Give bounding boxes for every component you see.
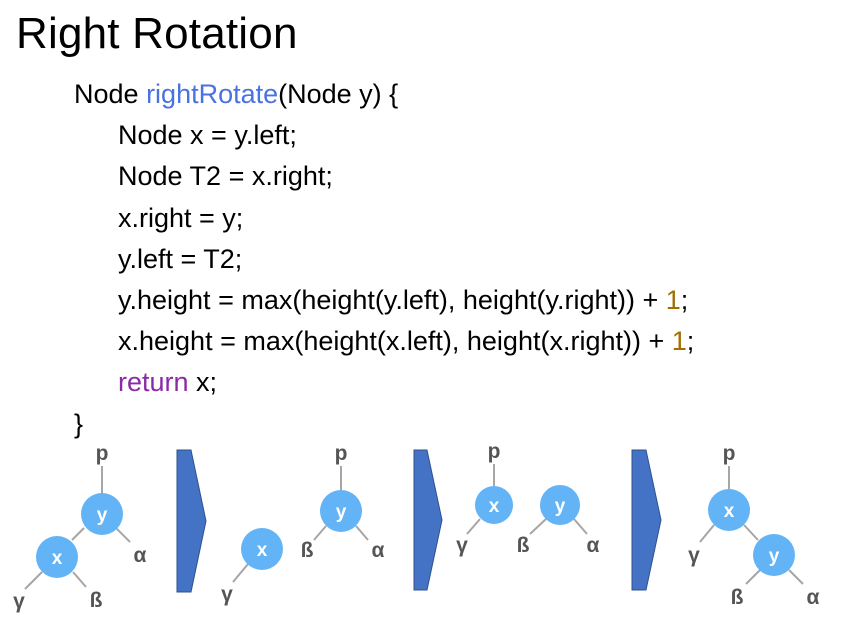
code-number: 1 <box>671 326 687 357</box>
leaf-beta: ß <box>90 589 103 612</box>
edge <box>115 527 131 543</box>
code-block: Node rightRotate(Node y) { Node x = y.le… <box>74 74 694 445</box>
edge <box>743 524 759 541</box>
edge <box>24 571 43 590</box>
edge <box>788 569 804 585</box>
edge <box>745 569 761 585</box>
node-label: x <box>52 548 63 569</box>
node-label: y <box>336 502 347 523</box>
leaf-gamma: γ <box>688 544 700 567</box>
code-text: y.height = max(height(y.left), height(y.… <box>118 284 666 315</box>
node-label: y <box>97 505 108 526</box>
edge <box>313 525 327 541</box>
node-x <box>241 528 283 570</box>
parent-label: p <box>335 442 348 465</box>
node-label: x <box>489 496 500 517</box>
parent-label: p <box>488 440 501 463</box>
node-x <box>708 489 750 531</box>
node-y <box>753 534 795 576</box>
transition-arrow-2 <box>413 449 443 591</box>
leaf-beta: ß <box>517 534 530 557</box>
transition-arrow-1 <box>176 449 207 593</box>
node-label: y <box>555 496 566 517</box>
node-y <box>320 490 362 532</box>
code-type: Node <box>74 79 147 109</box>
code-line-closing: } <box>74 408 84 439</box>
code-text: x; <box>188 367 218 398</box>
node-label: x <box>724 501 735 522</box>
leaf-alpha: α <box>587 534 600 557</box>
code-text: x.height = max(height(x.left), height(x.… <box>118 326 672 357</box>
node-label: x <box>257 540 268 561</box>
stage-1-tree: p y x α γ ß <box>13 442 146 613</box>
leaf-alpha: α <box>807 586 820 609</box>
code-text: ; <box>686 326 695 357</box>
leaf-alpha: α <box>372 539 385 562</box>
code-params: (Node y) { <box>278 79 399 109</box>
leaf-gamma: γ <box>221 583 233 606</box>
slide-title: Right Rotation <box>16 9 298 58</box>
edge <box>72 571 87 588</box>
rotation-diagram: p y x α γ ß p y x ß α γ p x y γ <box>13 440 819 613</box>
stage-4-tree: p x y γ ß α <box>688 442 819 609</box>
code-line-7: x.height = max(height(x.left), height(x.… <box>74 321 694 362</box>
leaf-alpha: α <box>134 544 147 567</box>
edge <box>529 518 547 535</box>
leaf-beta: ß <box>731 586 744 609</box>
transition-arrow-3 <box>631 449 662 591</box>
edge <box>232 563 249 583</box>
code-line-5: y.left = T2; <box>118 243 243 274</box>
parent-label: p <box>96 442 109 465</box>
edge <box>355 525 369 541</box>
code-keyword: return <box>118 367 189 398</box>
code-line-2: Node x = y.left; <box>118 120 297 151</box>
code-line-6: y.height = max(height(y.left), height(y.… <box>74 280 694 321</box>
parent-label: p <box>723 442 736 465</box>
edge <box>573 518 588 535</box>
code-text: ; <box>680 284 689 315</box>
stage-3-tree: p x y γ ß α <box>456 440 599 557</box>
edge <box>699 524 715 543</box>
node-y <box>540 485 580 525</box>
code-function-name: rightRotate <box>146 79 279 109</box>
node-x <box>36 536 78 578</box>
node-label: y <box>769 546 780 567</box>
edge <box>71 527 85 541</box>
stage-2-tree: p y x ß α γ <box>221 442 384 606</box>
code-line-8: return x; <box>74 362 694 403</box>
leaf-beta: ß <box>301 539 314 562</box>
code-line-3: Node T2 = x.right; <box>118 161 333 192</box>
code-number: 1 <box>665 284 681 315</box>
node-y <box>81 493 123 535</box>
leaf-gamma: γ <box>13 590 25 613</box>
node-x <box>475 486 513 524</box>
code-line-4: x.right = y; <box>118 202 244 233</box>
edge <box>466 518 481 535</box>
leaf-gamma: γ <box>456 534 468 557</box>
code-line-signature: Node rightRotate(Node y) { <box>74 74 694 115</box>
